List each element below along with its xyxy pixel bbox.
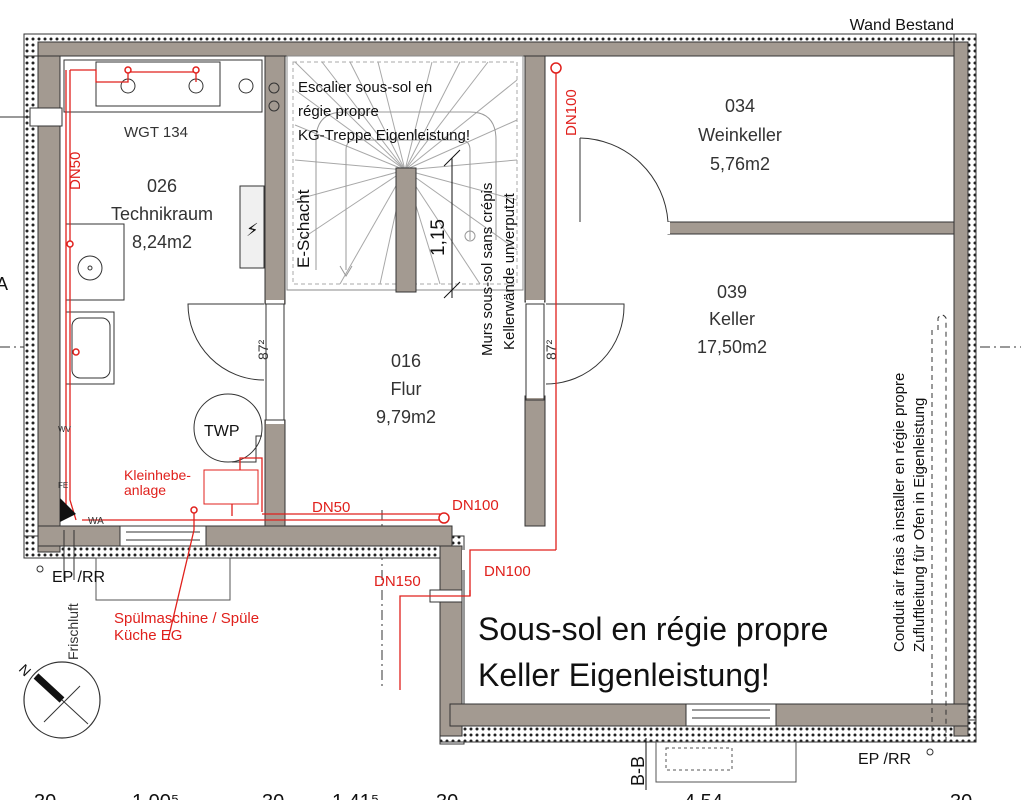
sill-marks xyxy=(0,116,75,580)
murs-note-line2: Kellerwände unverputzt xyxy=(501,192,518,350)
svg-text:9,79m2: 9,79m2 xyxy=(376,407,436,427)
svg-text:8,24m2: 8,24m2 xyxy=(132,232,192,252)
conduit-note-line1: Conduit air frais à installer en régie p… xyxy=(891,373,908,652)
room-wein: 034 Weinkeller 5,76m2 xyxy=(698,96,782,174)
dn50-vertical-label: DN50 xyxy=(67,152,84,190)
svg-text:Flur: Flur xyxy=(391,379,422,399)
svg-text:034: 034 xyxy=(725,96,755,116)
svg-text:1,41⁵: 1,41⁵ xyxy=(332,791,379,800)
door-width-left: 87² xyxy=(255,339,271,360)
room-technik: 026 Technikraum 8,24m2 xyxy=(111,176,213,252)
height-dimension xyxy=(443,149,461,299)
svg-text:Keller: Keller xyxy=(709,309,755,329)
stair-note-line3: KG-Treppe Eigenleistung! xyxy=(298,127,470,144)
stair-note-line2: régie propre xyxy=(298,103,379,120)
svg-text:30: 30 xyxy=(950,791,972,800)
dn100-lower-label: DN100 xyxy=(484,563,531,580)
kleinhebe-label-line2: anlage xyxy=(124,482,166,498)
pipe-network xyxy=(65,69,557,690)
svg-text:17,50m2: 17,50m2 xyxy=(697,337,767,357)
wa-label: WA xyxy=(88,516,104,527)
svg-text:Weinkeller: Weinkeller xyxy=(698,125,782,145)
openings xyxy=(30,108,776,726)
murs-note-line1: Murs sous-sol sans crépis xyxy=(479,183,496,356)
stair-core xyxy=(395,167,417,293)
electrical-hazard-icon: ⚡ xyxy=(246,220,259,241)
doors xyxy=(187,137,669,421)
fe-label: FE xyxy=(58,481,68,490)
svg-text:016: 016 xyxy=(391,351,421,371)
svg-text:039: 039 xyxy=(717,282,747,302)
stair-height: 1,15 xyxy=(428,219,449,256)
side-mark: A xyxy=(0,274,8,294)
window-frames xyxy=(29,107,797,783)
ep-rr-left-label: EP /RR xyxy=(52,569,105,586)
ep-rr-right-marker xyxy=(926,748,934,756)
staircase xyxy=(286,55,524,291)
svg-text:026: 026 xyxy=(147,176,177,196)
air-duct xyxy=(931,314,947,744)
stair-note-line1: Escalier sous-sol en xyxy=(298,79,432,96)
svg-text:30: 30 xyxy=(262,791,284,800)
dn50-horizontal-label: DN50 xyxy=(312,499,350,516)
pipe-nodes xyxy=(66,62,562,524)
north-arrow-icon: N xyxy=(16,661,101,739)
svg-text:30: 30 xyxy=(34,791,56,800)
big-note-line1: Sous-sol en régie propre xyxy=(478,611,828,647)
wv-label: WV xyxy=(58,425,72,434)
door-width-right: 87² xyxy=(543,339,559,360)
section-marker: B-B xyxy=(628,738,648,790)
svg-text:30: 30 xyxy=(436,791,458,800)
wall-legend-label: Wand Bestand xyxy=(850,17,954,34)
svg-text:4,54: 4,54 xyxy=(684,791,723,800)
spuel-note-line2: Küche EG xyxy=(114,627,182,644)
svg-text:Technikraum: Technikraum xyxy=(111,204,213,224)
conduit-note-line2: Zufluftleitung für Ofen in Eigenleistung xyxy=(911,398,928,652)
spuel-note-line1: Spülmaschine / Spüle xyxy=(114,610,259,627)
frischluft-label: Frischluft xyxy=(65,603,81,660)
wall-fills xyxy=(37,41,969,737)
ep-rr-right-label: EP /RR xyxy=(858,751,911,768)
ep-rr-left-marker xyxy=(36,565,44,573)
dn100-vertical-label: DN100 xyxy=(563,89,580,136)
dimension-row: 30 1,00⁵ 30 1,41⁵ 30 4,54 30 xyxy=(34,791,972,800)
svg-text:5,76m2: 5,76m2 xyxy=(710,154,770,174)
e-schacht-label: E-Schacht xyxy=(294,189,313,268)
room-flur: 016 Flur 9,79m2 xyxy=(376,351,436,427)
drain-triangle-icon xyxy=(60,498,76,522)
kleinhebe-label-line1: Kleinhebe- xyxy=(124,467,191,483)
dn150-label: DN150 xyxy=(374,573,421,590)
twp-label: TWP xyxy=(204,423,240,440)
dn100-flur-label: DN100 xyxy=(452,497,499,514)
room-keller: 039 Keller 17,50m2 xyxy=(697,282,767,357)
big-note-line2: Keller Eigenleistung! xyxy=(478,657,770,693)
wgt-label: WGT 134 xyxy=(124,124,188,141)
svg-text:1,00⁵: 1,00⁵ xyxy=(132,791,179,800)
svg-text:B-B: B-B xyxy=(628,756,648,786)
